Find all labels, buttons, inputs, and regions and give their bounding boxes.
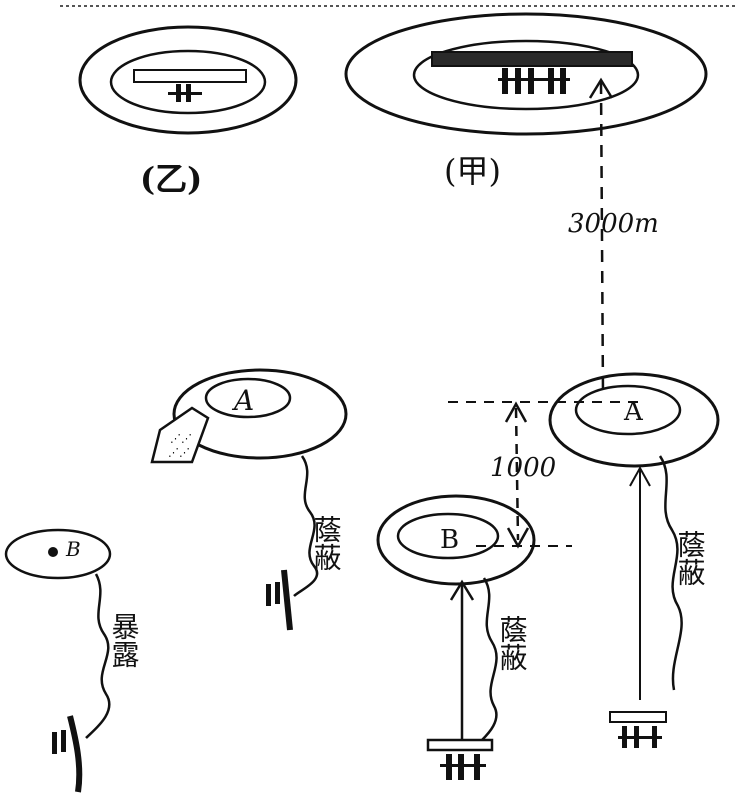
outer-ellipse-mid-left (172, 368, 348, 460)
inner-ellipse-b-right (396, 512, 500, 560)
panel-mid-left: A ⋰⋰ ⋰⋰ 蔭蔽 (150, 368, 348, 631)
inner-ellipse-jia (412, 39, 640, 111)
label-yinbi-mid-left: 蔭蔽 (310, 515, 343, 571)
outer-ellipse-a-right (548, 372, 720, 468)
wavy-line-mid-left (293, 455, 319, 597)
target-bar-icon (133, 69, 247, 83)
label-yinbi-b-right: 蔭蔽 (496, 615, 529, 671)
ellipse-b-exposed (4, 528, 112, 580)
machine-gun-icon (426, 738, 494, 780)
target-bar-icon (426, 738, 494, 752)
inner-ellipse-yi (109, 49, 267, 115)
label-b-small: B (65, 537, 81, 561)
panel-yi: (乙) (78, 25, 298, 198)
hill-marks: ⋰⋰ (170, 432, 192, 445)
target-bar-icon (609, 711, 667, 723)
label-baolu: 暴露 (108, 612, 141, 668)
machine-gun-icon (266, 569, 293, 631)
machine-gun-icon (52, 715, 83, 793)
wavy-line-b-right (481, 577, 498, 741)
hill-marks-2: ⋰⋰ (168, 446, 190, 459)
label-1000: 1000 (490, 453, 556, 483)
inner-ellipse-a-right (574, 384, 682, 436)
panel-left: B 暴露 (4, 528, 141, 793)
label-a-right: A (623, 397, 644, 427)
inner-ellipse-mid-left (204, 377, 292, 419)
label-b-right: B (440, 525, 459, 555)
label-3000m: 3000m (568, 209, 659, 239)
target-dot-icon (48, 547, 58, 557)
outer-ellipse-b-right (376, 494, 536, 586)
label-yi: (乙) (140, 160, 202, 198)
label-a-mid-left: A (231, 384, 254, 417)
machine-gun-icon (609, 711, 667, 748)
machine-gun-icon (168, 84, 202, 102)
outer-ellipse-yi (78, 25, 298, 135)
wavy-line-right (658, 455, 683, 691)
panel-jia: (甲) (344, 12, 708, 190)
panel-right: 1000 A 蔭蔽 B 蔭蔽 (376, 372, 720, 780)
label-jia: (甲) (444, 152, 501, 190)
target-bar-icon (431, 51, 633, 67)
outer-ellipse-jia (344, 12, 708, 136)
label-yinbi-right: 蔭蔽 (674, 530, 707, 586)
machine-gun-icon (498, 68, 570, 94)
wavy-line-left (85, 573, 111, 739)
hill-shape (150, 406, 210, 464)
range-3000-arrow: 3000m (568, 77, 659, 396)
